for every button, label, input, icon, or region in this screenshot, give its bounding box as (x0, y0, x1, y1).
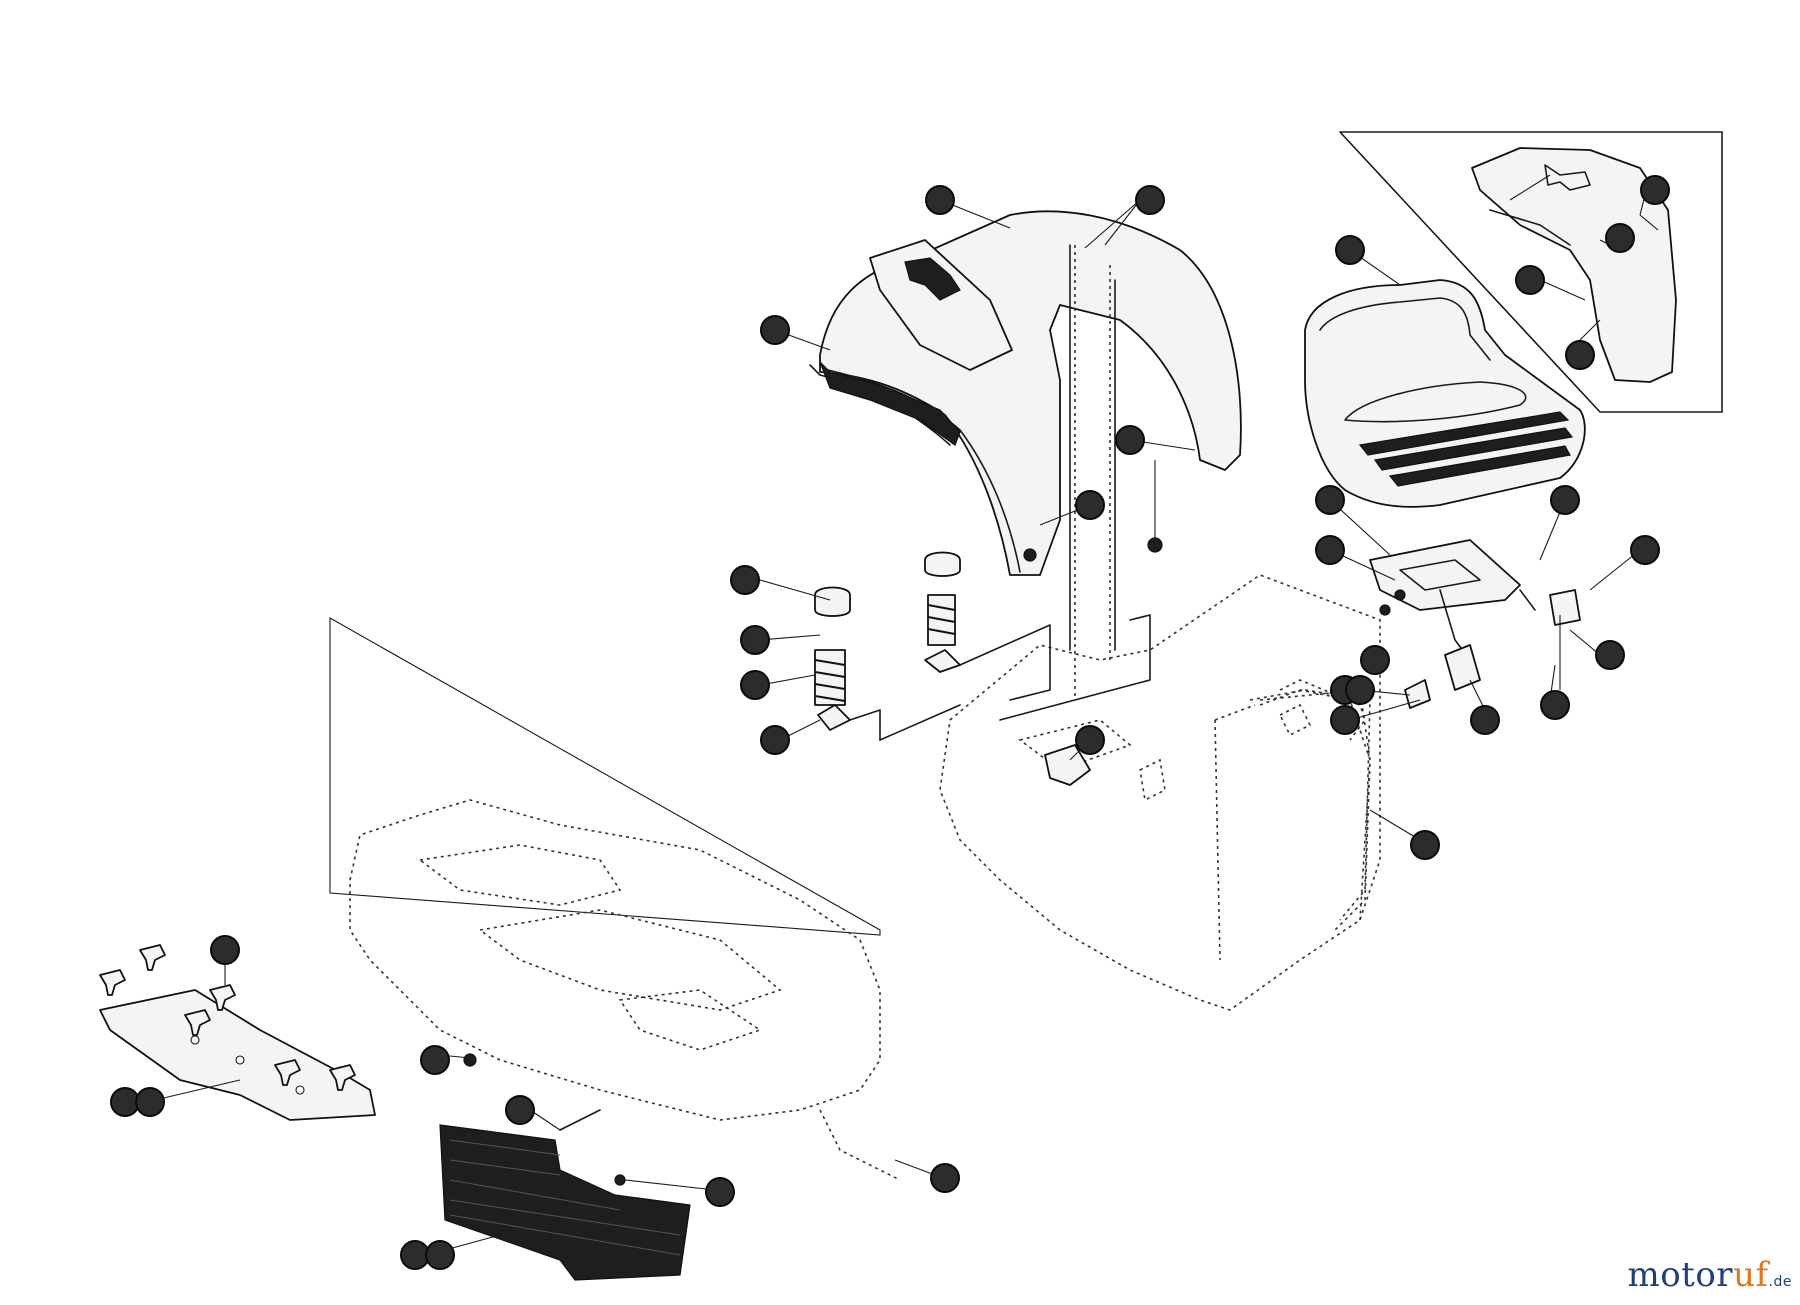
callout-bubble (1470, 705, 1500, 735)
callout-bubble (1550, 485, 1580, 515)
mounting-plate (99, 989, 376, 1121)
rear-panel-outline (1259, 679, 1371, 931)
callout-bubble (1315, 535, 1345, 565)
callout-bubble (400, 1240, 430, 1270)
callout-bubble (1330, 705, 1360, 735)
screw-3 (209, 984, 236, 1011)
knob-2 (924, 551, 961, 577)
callout-bubble (1115, 425, 1145, 455)
inset-fender-part (1471, 147, 1677, 383)
small-parts (463, 460, 1431, 1186)
callout-bubble (110, 1087, 140, 1117)
callout-bubble (1075, 725, 1105, 755)
callout-bubble (705, 1177, 735, 1207)
callout-bubble (505, 1095, 535, 1125)
callout-bubble (925, 185, 955, 215)
seat-bracket (1369, 539, 1521, 611)
callout-bubble (740, 625, 770, 655)
callout-bubble (1515, 265, 1545, 295)
screw-5 (274, 1059, 301, 1086)
screw-2 (139, 944, 166, 971)
seat-assembly (1304, 279, 1586, 691)
callout-bubble (1640, 175, 1670, 205)
screw-6 (329, 1064, 356, 1091)
watermark-accent: uf (1733, 1255, 1769, 1295)
grille-panel (439, 1124, 691, 1281)
callout-bubble (210, 935, 240, 965)
latch-1 (817, 704, 851, 731)
fender-assembly (809, 210, 1242, 700)
callout-bubble (740, 670, 770, 700)
callout-bubble (1315, 485, 1345, 515)
callout-bubble (1630, 535, 1660, 565)
callout-bubble (1540, 690, 1570, 720)
frame-outline (329, 617, 901, 1181)
inset-detail-box (1339, 131, 1723, 413)
callout-bubble (135, 1087, 165, 1117)
knob-1 (814, 586, 851, 617)
screws (99, 944, 356, 1091)
fender-shift-plate (869, 239, 1013, 371)
callout-bubble (1565, 340, 1595, 370)
callout-bubble (730, 565, 760, 595)
callout-bubble (1605, 223, 1635, 253)
callout-bubble (420, 1045, 450, 1075)
callout-bubble (1595, 640, 1625, 670)
watermark-tld: .de (1768, 1274, 1792, 1290)
callout-bubble (1335, 235, 1365, 265)
callout-bubble (1345, 675, 1375, 705)
callout-bubble (425, 1240, 455, 1270)
callout-bubble (760, 315, 790, 345)
screw-4 (184, 1009, 211, 1036)
callout-bubble (1360, 645, 1390, 675)
callout-bubble (1075, 490, 1105, 520)
watermark-main: motor (1627, 1255, 1734, 1295)
latch-2 (924, 649, 961, 673)
callouts (110, 175, 1670, 1270)
screw-1 (99, 969, 126, 996)
watermark-logo: motoruf.de (1627, 1255, 1792, 1295)
callout-bubble (1135, 185, 1165, 215)
chassis-outline (939, 574, 1381, 1011)
callout-bubble (930, 1163, 960, 1193)
callout-bubble (1410, 830, 1440, 860)
callout-bubble (760, 725, 790, 755)
